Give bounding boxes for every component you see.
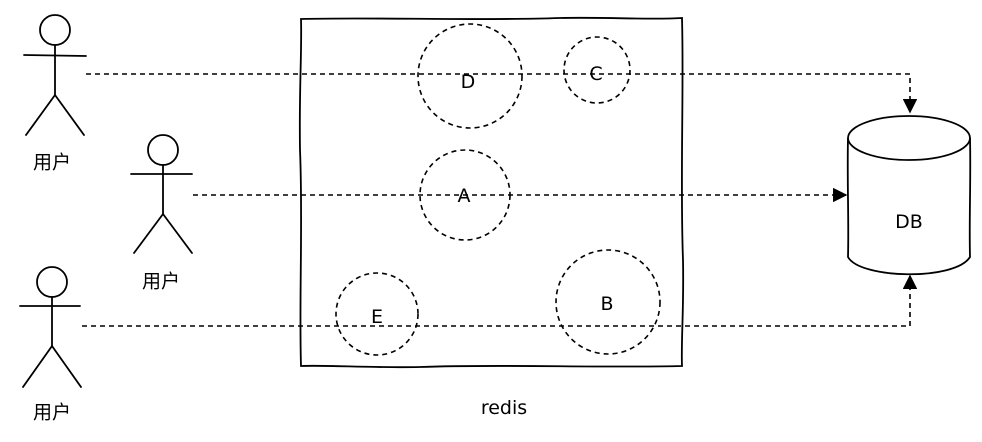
cache-key-a-label: A [457, 185, 471, 207]
database-label: DB [895, 211, 923, 233]
cache-key-c-label: C [589, 63, 603, 85]
request-lines [82, 73, 918, 327]
request-line-bottom [82, 274, 918, 327]
user-legs [133, 213, 193, 254]
user-figure-2 [130, 134, 193, 254]
user-head [147, 134, 179, 166]
cache-key-a-circle [419, 149, 511, 241]
redis-label: redis [480, 397, 528, 419]
cache-key-b-circle [555, 249, 661, 355]
user-figure-1 [23, 14, 87, 136]
database-cylinder [846, 115, 972, 276]
cache-key-d-label: D [460, 71, 476, 93]
user-head [39, 14, 71, 46]
database-top [847, 115, 971, 161]
user-head [36, 266, 68, 298]
cache-key-c-circle [563, 36, 631, 104]
cache-key-e-label: E [370, 306, 384, 328]
user-legs [22, 345, 82, 388]
redis-box [298, 16, 685, 369]
cache-key-b-label: B [600, 293, 614, 315]
database-side [846, 137, 972, 276]
user-label-3: 用户 [32, 401, 72, 424]
user-legs [25, 94, 85, 136]
cache-key-e-circle [335, 272, 419, 356]
request-line-top [86, 73, 918, 114]
cache-key-d-circle [417, 23, 523, 129]
user-arms [23, 54, 87, 57]
user-figure-3 [19, 266, 82, 388]
user-label-2: 用户 [141, 270, 181, 293]
user-label-1: 用户 [32, 151, 72, 174]
